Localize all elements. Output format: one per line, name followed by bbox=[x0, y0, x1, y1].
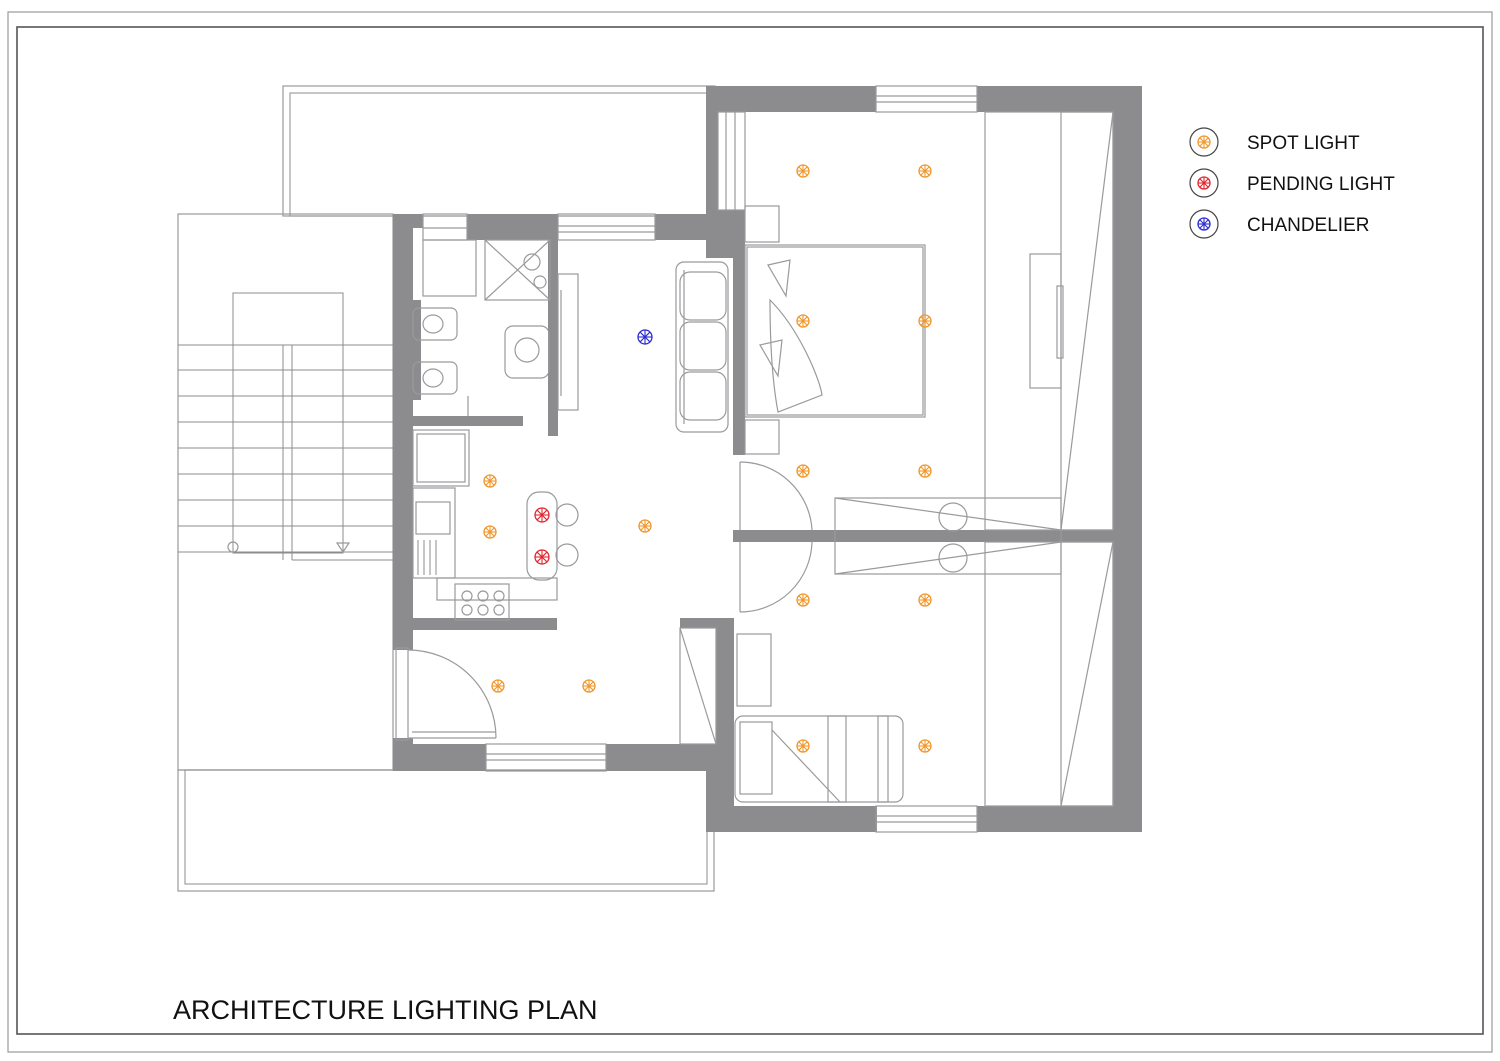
toilet bbox=[412, 361, 458, 395]
pendant-light-icon bbox=[1197, 176, 1211, 190]
spot-light-fixture bbox=[796, 314, 810, 328]
kitchen-island bbox=[526, 491, 558, 581]
top-terrace bbox=[282, 85, 716, 217]
spot-light-fixture bbox=[796, 164, 810, 178]
spot-light-fixture bbox=[796, 464, 810, 478]
bed-main bbox=[744, 244, 926, 418]
spot-light-fixture bbox=[796, 739, 810, 753]
spot-light-fixture bbox=[483, 474, 497, 488]
spot-light-fixture bbox=[918, 593, 932, 607]
pendant-light-fixture bbox=[534, 549, 550, 565]
sheet-inner-border bbox=[16, 26, 1484, 1035]
legend-chandelier-symbol bbox=[1197, 217, 1211, 231]
chandelier-fixture bbox=[637, 329, 653, 345]
spot-light-fixture bbox=[582, 679, 596, 693]
spot-light-fixture bbox=[491, 679, 505, 693]
legend-item-spot: SPOT LIGHT bbox=[1189, 127, 1360, 157]
stair-treads bbox=[178, 344, 393, 561]
plan-title: ARCHITECTURE LIGHTING PLAN bbox=[173, 995, 598, 1025]
spot-light-fixture bbox=[638, 519, 652, 533]
chandelier-icon bbox=[1197, 217, 1211, 231]
legend-pendant-symbol bbox=[1197, 176, 1211, 190]
bottom-terrace bbox=[177, 769, 715, 892]
legend-label-pendant: PENDING LIGHT bbox=[1247, 174, 1395, 195]
legend: SPOT LIGHT PENDING LIGHT CHANDELIER bbox=[1189, 127, 1395, 239]
spot-light-icon bbox=[1197, 135, 1211, 149]
spot-light-fixture bbox=[918, 164, 932, 178]
walls bbox=[393, 86, 1142, 832]
spot-light-fixture bbox=[918, 314, 932, 328]
floor-plan bbox=[177, 85, 1142, 892]
legend-item-pendant: PENDING LIGHT bbox=[1189, 168, 1395, 198]
legend-label-chandelier: CHANDELIER bbox=[1247, 215, 1369, 236]
toilet bbox=[412, 307, 458, 341]
spot-light-fixture bbox=[918, 464, 932, 478]
legend-spot-symbol bbox=[1197, 135, 1211, 149]
legend-label-spot: SPOT LIGHT bbox=[1247, 133, 1360, 154]
spot-light-fixture bbox=[918, 739, 932, 753]
windows bbox=[422, 85, 978, 833]
legend-item-chandelier: CHANDELIER bbox=[1189, 209, 1369, 239]
spot-light-fixture bbox=[796, 593, 810, 607]
bed-single bbox=[734, 715, 904, 803]
sofa bbox=[675, 261, 729, 433]
spot-light-fixture bbox=[483, 525, 497, 539]
interior-details bbox=[395, 111, 1114, 807]
stair-block bbox=[177, 213, 394, 771]
sheet-outer-border bbox=[7, 11, 1493, 1053]
light-fixtures bbox=[483, 164, 932, 753]
pendant-light-fixture bbox=[534, 507, 550, 523]
